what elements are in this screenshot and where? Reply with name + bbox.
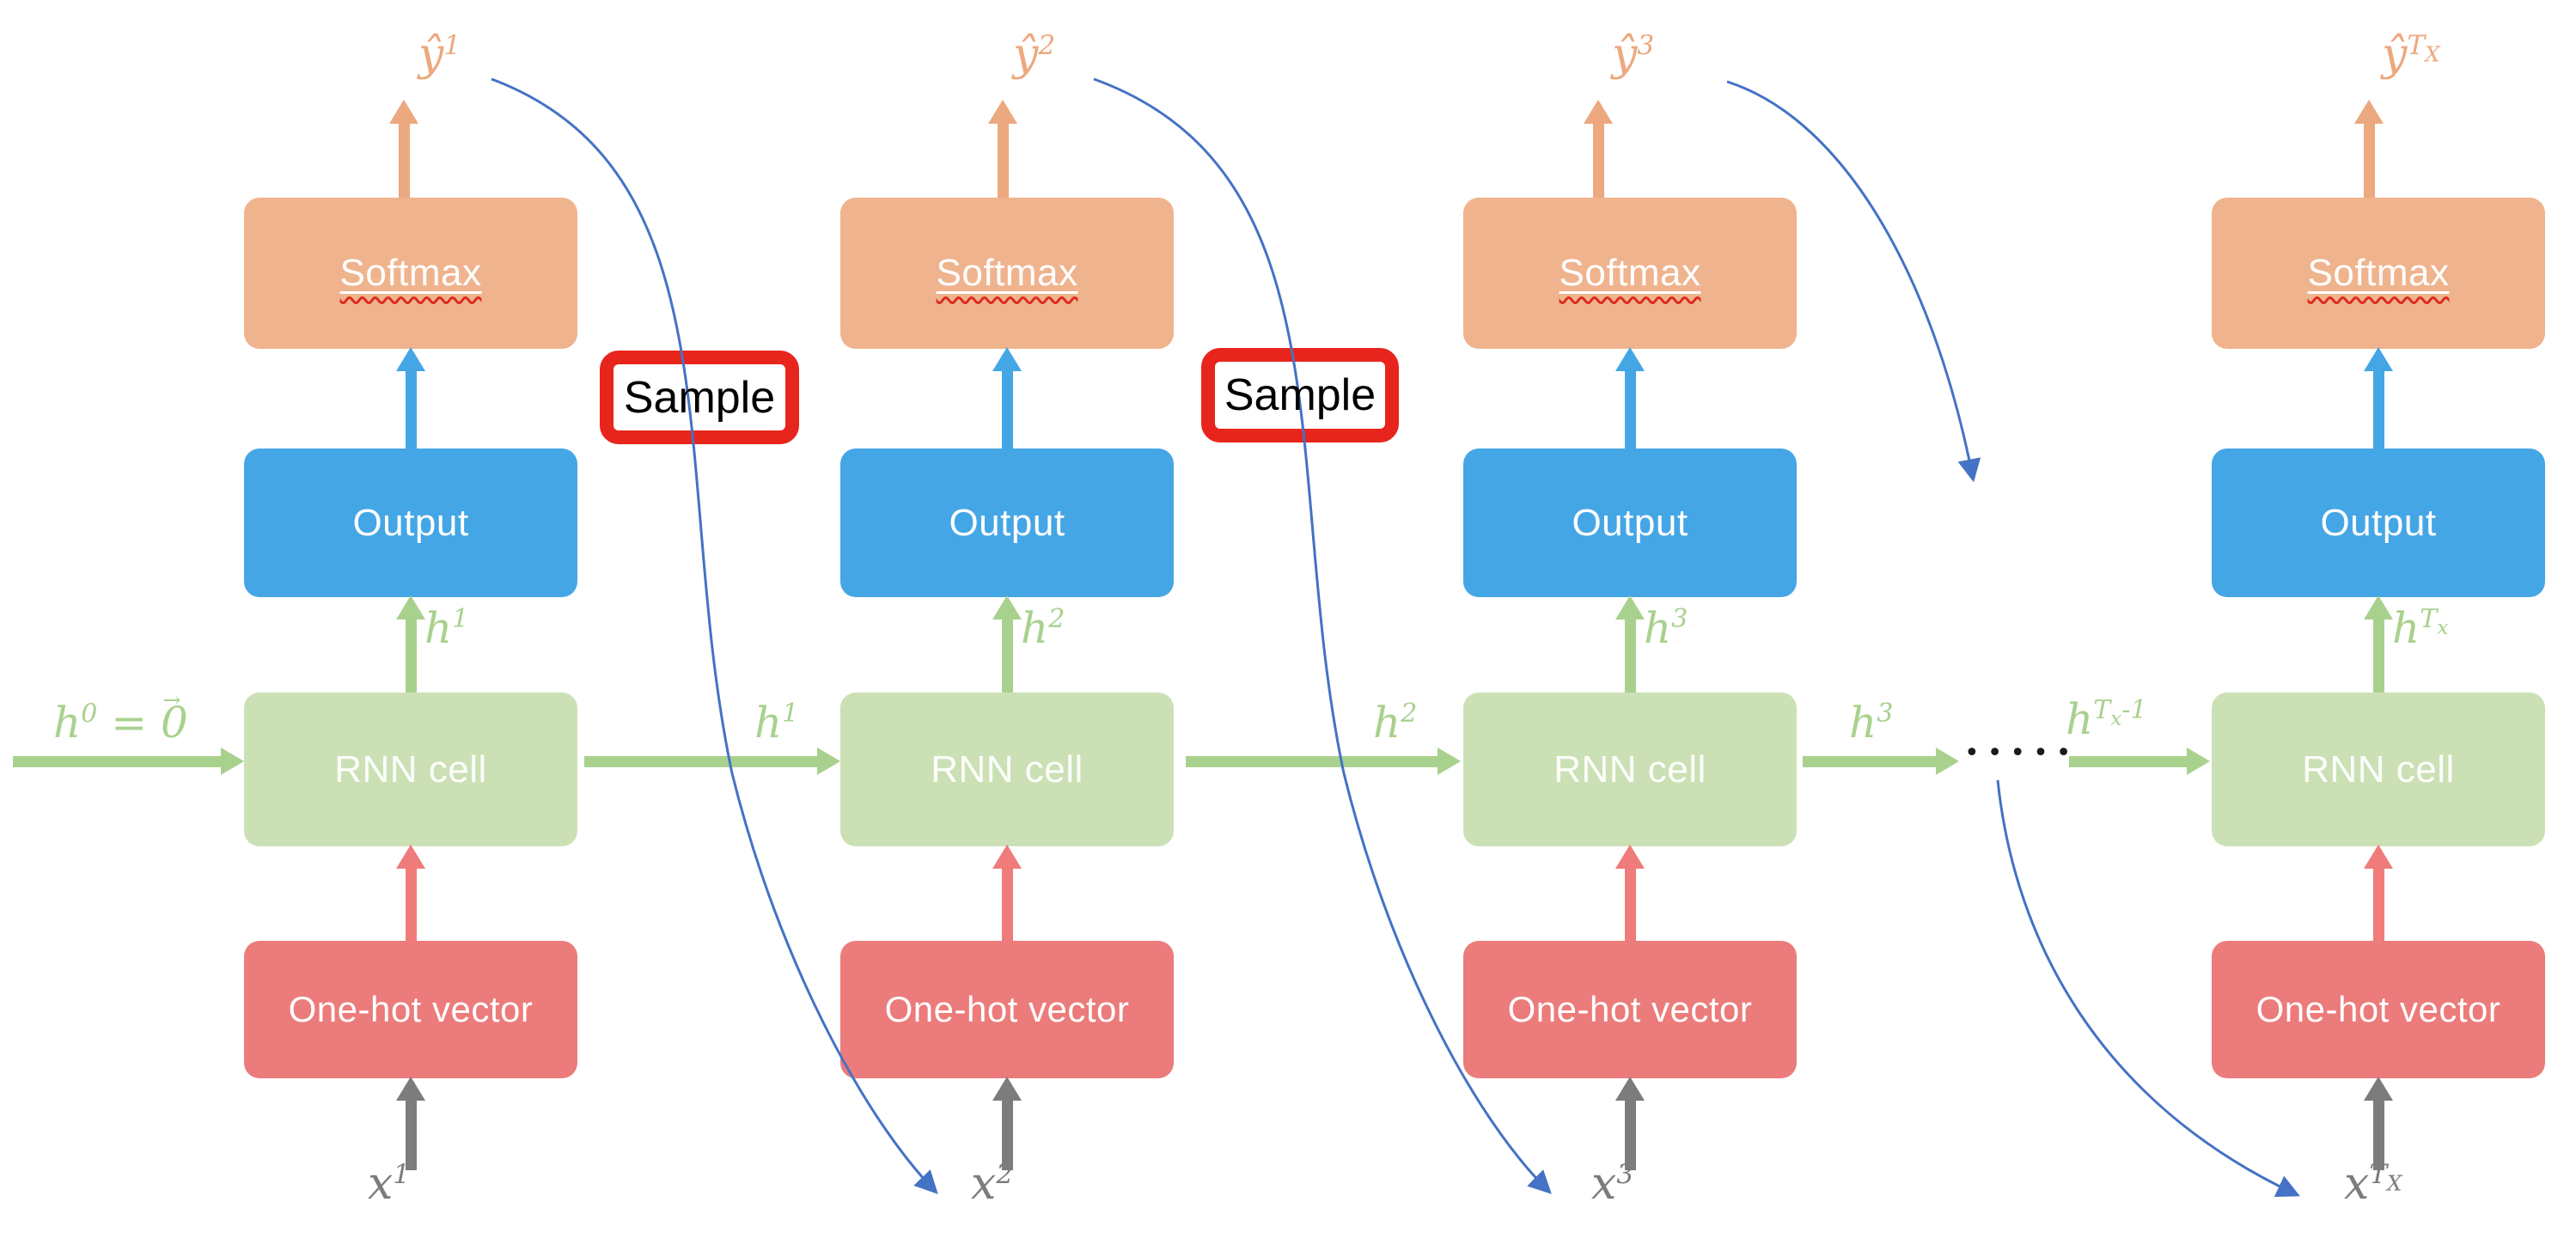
x-label-4: xTX	[2344, 1158, 2402, 1210]
between-label-h3: h3	[1849, 698, 1894, 748]
output-softmax-arrow-2	[988, 347, 1026, 449]
one-hot-label-2: One-hot vector	[884, 989, 1130, 1029]
onehot-rnn-arrow-4	[2359, 845, 2397, 941]
rnn-output-arrow-1	[392, 595, 430, 693]
yhat-output-arrow-3	[1579, 100, 1617, 198]
rnn-output-arrow-4	[2359, 595, 2397, 693]
output-label-2: Output	[949, 501, 1065, 544]
hidden-arrow-2-3	[1186, 742, 1461, 780]
output-softmax-arrow-3	[1611, 347, 1649, 449]
sample-label-2: Sample	[1224, 370, 1377, 420]
x-label-2: x2	[971, 1158, 1014, 1210]
softmax-label-3: Softmax	[1559, 252, 1701, 294]
ellipsis-dots: •••••	[1964, 738, 2079, 768]
rnn-cell-box-3: RNN cell	[1463, 693, 1797, 846]
onehot-rnn-arrow-1	[392, 845, 430, 941]
one-hot-box-2: One-hot vector	[840, 941, 1174, 1078]
between-label-hTx-1: hTx-1	[2066, 694, 2147, 744]
x-label-1: x1	[368, 1158, 411, 1210]
yhat-output-arrow-2	[984, 100, 1022, 198]
output-label-1: Output	[352, 501, 469, 544]
one-hot-label-4: One-hot vector	[2256, 989, 2501, 1029]
hidden-arrow-3-dots	[1803, 742, 1959, 780]
yhat-label-1: ŷ1	[418, 29, 461, 81]
x-input-arrow-2	[988, 1077, 1026, 1170]
yhat-label-3: ŷ3	[1612, 29, 1655, 81]
hidden-arrow-1-2	[584, 742, 840, 780]
x-input-arrow-1	[392, 1077, 430, 1170]
rnn-cell-label-3: RNN cell	[1554, 748, 1706, 790]
softmax-box-3: Softmax	[1463, 198, 1797, 349]
hidden-state-label-2: h2	[1021, 603, 1065, 653]
softmax-box-4: Softmax	[2212, 198, 2545, 349]
yhat-output-arrow-4	[2350, 100, 2388, 198]
softmax-box-2: Softmax	[840, 198, 1174, 349]
rnn-output-arrow-3	[1611, 595, 1649, 693]
rnn-cell-box-4: RNN cell	[2212, 693, 2545, 846]
one-hot-box-1: One-hot vector	[244, 941, 577, 1078]
vector-arrow-icon: →	[162, 687, 181, 712]
onehot-rnn-arrow-2	[988, 845, 1026, 941]
rnn-cell-box-2: RNN cell	[840, 693, 1174, 846]
between-label-h2: h2	[1373, 698, 1418, 748]
softmax-label-4: Softmax	[2307, 252, 2450, 294]
between-label-h1: h1	[754, 698, 799, 748]
output-box-3: Output	[1463, 449, 1797, 597]
rnn-cell-box-1: RNN cell	[244, 693, 577, 846]
x-label-3: x3	[1591, 1158, 1634, 1210]
hidden-state-label-3: h3	[1644, 603, 1688, 653]
output-softmax-arrow-4	[2359, 347, 2397, 449]
x-input-arrow-3	[1611, 1077, 1649, 1170]
output-softmax-arrow-1	[392, 347, 430, 449]
output-box-4: Output	[2212, 449, 2545, 597]
softmax-label-2: Softmax	[936, 252, 1078, 294]
one-hot-box-4: One-hot vector	[2212, 941, 2545, 1078]
initial-state-arrow	[13, 742, 244, 780]
one-hot-label-3: One-hot vector	[1507, 989, 1753, 1029]
onehot-rnn-arrow-3	[1611, 845, 1649, 941]
yhat-label-2: ŷ2	[1013, 29, 1056, 81]
hidden-state-label-1: h1	[424, 603, 469, 653]
rnn-output-arrow-2	[988, 595, 1026, 693]
output-label-3: Output	[1572, 501, 1688, 544]
sample-label-1: Sample	[623, 372, 776, 423]
one-hot-label-1: One-hot vector	[288, 989, 534, 1029]
rnn-cell-label-1: RNN cell	[334, 748, 487, 790]
initial-hidden-state-label: h0 = →0	[53, 687, 188, 748]
output-box-2: Output	[840, 449, 1174, 597]
x-input-arrow-4	[2359, 1077, 2397, 1170]
hidden-state-label-4: hTx	[2392, 603, 2449, 653]
output-box-1: Output	[244, 449, 577, 597]
yhat-output-arrow-1	[385, 100, 423, 198]
rnn-cell-label-2: RNN cell	[931, 748, 1084, 790]
yhat-label-4: ŷTX	[2382, 29, 2440, 81]
one-hot-box-3: One-hot vector	[1463, 941, 1797, 1078]
softmax-box-1: Softmax	[244, 198, 577, 349]
rnn-cell-label-4: RNN cell	[2302, 748, 2455, 790]
hidden-arrow-dots-4	[2069, 742, 2210, 780]
output-label-4: Output	[2320, 501, 2437, 544]
softmax-label-1: Softmax	[339, 252, 482, 294]
